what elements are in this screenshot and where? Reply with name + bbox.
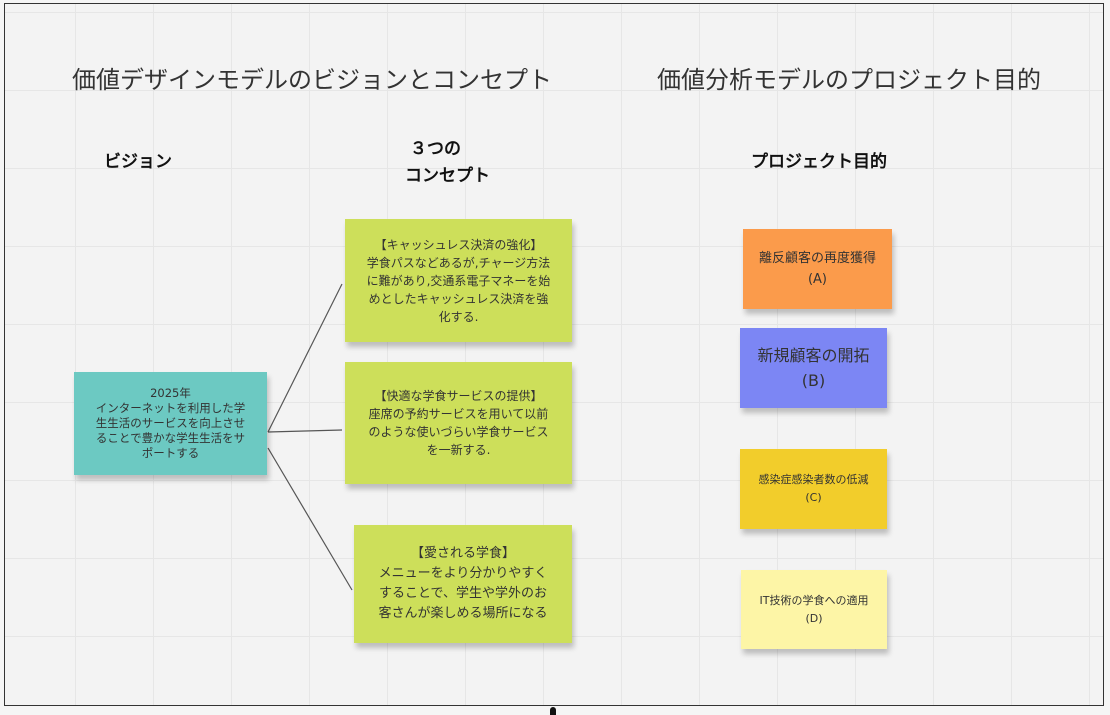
goal-note-d[interactable]: IT技術の学食への適用 (D) bbox=[741, 570, 887, 649]
goal-note-c[interactable]: 感染症感染者数の低減 (C) bbox=[740, 449, 887, 529]
concepts-heading-line2: コンセプト bbox=[405, 166, 490, 186]
concept-note-beloved[interactable]: 【愛される学食】 メニューをより分かりやすく することで、学生や学外のお 客さん… bbox=[354, 525, 572, 643]
right-title: 価値分析モデルのプロジェクト目的 bbox=[657, 66, 1041, 94]
concept-title: 【愛される学食】 bbox=[410, 546, 515, 561]
goal-code: (B) bbox=[801, 371, 826, 390]
concept-title: 【快適な学食サービスの提供】 bbox=[374, 389, 543, 403]
vision-text-line: ポートする bbox=[141, 446, 200, 460]
goal-label: 感染症感染者数の低減 bbox=[758, 473, 869, 486]
concept-text-line: 座席の予約サービスを用いて以前 bbox=[368, 407, 549, 421]
concept-text-line: 化する. bbox=[438, 309, 479, 324]
left-title: 価値デザインモデルのビジョンとコンセプト bbox=[72, 66, 552, 94]
concept-note-cashless[interactable]: 【キャッシュレス決済の強化】 学食パスなどあるが,チャージ方法 に難があり,交通… bbox=[345, 219, 572, 342]
goal-code: (C) bbox=[805, 491, 822, 504]
goal-label: 新規顧客の開拓 bbox=[757, 346, 870, 365]
concept-text-line: めとしたキャッシュレス決済を強 bbox=[368, 291, 549, 306]
goal-code: (A) bbox=[807, 272, 828, 287]
goal-label: IT技術の学食への適用 bbox=[759, 593, 869, 607]
connector-to-cashless[interactable] bbox=[267, 283, 343, 433]
connector-to-comfort[interactable] bbox=[267, 429, 343, 433]
project-goal-heading: プロジェクト目的 bbox=[751, 152, 887, 172]
board-canvas[interactable] bbox=[4, 3, 1104, 706]
concept-text-line: することで、学生や学外のお bbox=[378, 586, 548, 601]
vision-heading: ビジョン bbox=[104, 152, 172, 172]
vision-text-line: ることで豊かな学生生活をサ bbox=[95, 431, 246, 445]
vision-text-line: インターネットを利用した学 bbox=[95, 401, 246, 415]
concept-text-line: に難があり,交通系電子マネーを始 bbox=[366, 273, 551, 288]
vision-year: 2025年 bbox=[150, 386, 191, 400]
goal-note-a[interactable]: 離反顧客の再度獲得 (A) bbox=[743, 229, 892, 309]
concept-text-line: を一新する. bbox=[426, 443, 491, 457]
goal-label: 離反顧客の再度獲得 bbox=[758, 251, 876, 266]
vision-sticky-note[interactable]: 2025年 インターネットを利用した学 生生活のサービスを向上させ ることで豊か… bbox=[74, 372, 267, 475]
concept-text-line: メニューをより分かりやすく bbox=[378, 566, 548, 581]
concept-text-line: のような使いづらい学食サービス bbox=[368, 425, 549, 439]
concept-text-line: 客さんが楽しめる場所になる bbox=[378, 606, 548, 621]
goal-code: (D) bbox=[805, 611, 823, 625]
concept-text-line: 学食パスなどあるが,チャージ方法 bbox=[366, 255, 551, 270]
goal-note-b[interactable]: 新規顧客の開拓 (B) bbox=[740, 328, 887, 408]
concept-note-comfort[interactable]: 【快適な学食サービスの提供】 座席の予約サービスを用いて以前 のような使いづらい… bbox=[345, 362, 572, 484]
concept-title: 【キャッシュレス決済の強化】 bbox=[374, 237, 543, 252]
cursor-icon bbox=[550, 707, 556, 715]
vision-text-line: 生生活のサービスを向上させ bbox=[95, 416, 246, 430]
connector-to-beloved[interactable] bbox=[267, 447, 353, 591]
concepts-heading-line1: ３つの bbox=[410, 139, 461, 159]
